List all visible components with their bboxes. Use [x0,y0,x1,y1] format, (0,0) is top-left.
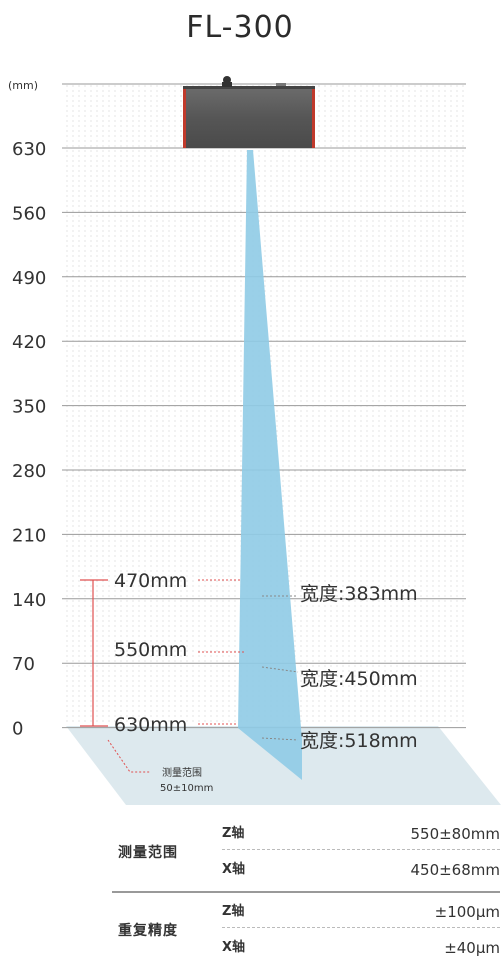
sensor-connector-base [222,82,232,87]
tick-label: 490 [12,268,46,289]
range-note-value: 50±10mm [160,783,213,794]
tick-label: 350 [12,397,46,418]
floor-plane [66,726,501,805]
sensor-edge-left [183,88,186,148]
spec-row: Z轴 ±100μm [222,897,500,928]
tick-label: 560 [12,203,46,224]
page-title: FL-300 [186,10,294,45]
spec-group-range: 测量范围 Z轴 550±80mm X轴 450±68mm [112,815,500,891]
spec-table: 测量范围 Z轴 550±80mm X轴 450±68mm 重复精度 Z轴 ±10… [112,815,500,969]
spec-group-repeatability: 重复精度 Z轴 ±100μm X轴 ±40μm [112,891,500,969]
tick-label: 280 [12,461,46,482]
spec-axis: Z轴 [222,826,245,841]
tick-label: 210 [12,525,46,546]
spec-axis: Z轴 [222,904,245,919]
sensor-vent [276,83,286,86]
range-note-leader [107,739,150,773]
spec-value: 550±80mm [410,825,500,843]
spec-value: 450±68mm [410,861,500,879]
measurement-diagram: (mm) 630 560 490 420 350 280 210 140 70 0 470mm 5… [8,76,501,805]
spec-value: ±40μm [444,939,500,957]
sensor-top-plate [183,86,315,89]
width-label-383: 宽度:383mm [300,583,418,605]
unit-label: (mm) [8,79,38,92]
distance-label-550: 550mm [114,639,187,661]
spec-axis: X轴 [222,940,246,955]
tick-labels: 630 560 490 420 350 280 210 140 70 0 [12,139,46,740]
range-note-title: 测量范围 [162,766,202,779]
spec-axis: X轴 [222,862,246,877]
sensor-edge-right [312,88,315,148]
sensor-body [183,88,315,148]
tick-label: 630 [12,139,46,160]
tick-label: 0 [12,719,23,740]
spec-row: Z轴 550±80mm [222,819,500,850]
spec-value: ±100μm [434,903,500,921]
width-label-450: 宽度:450mm [300,668,418,690]
distance-label-470: 470mm [114,570,187,592]
spec-row: X轴 450±68mm [222,855,500,885]
tick-label: 140 [12,590,46,611]
width-label-518: 宽度:518mm [300,730,418,752]
spec-label: 重复精度 [118,923,178,939]
spec-label: 测量范围 [118,845,178,861]
spec-row: X轴 ±40μm [222,933,500,963]
distance-label-630: 630mm [114,714,187,736]
tick-label: 420 [12,332,46,353]
tick-label: 70 [12,654,35,675]
laser-beam [238,150,302,780]
